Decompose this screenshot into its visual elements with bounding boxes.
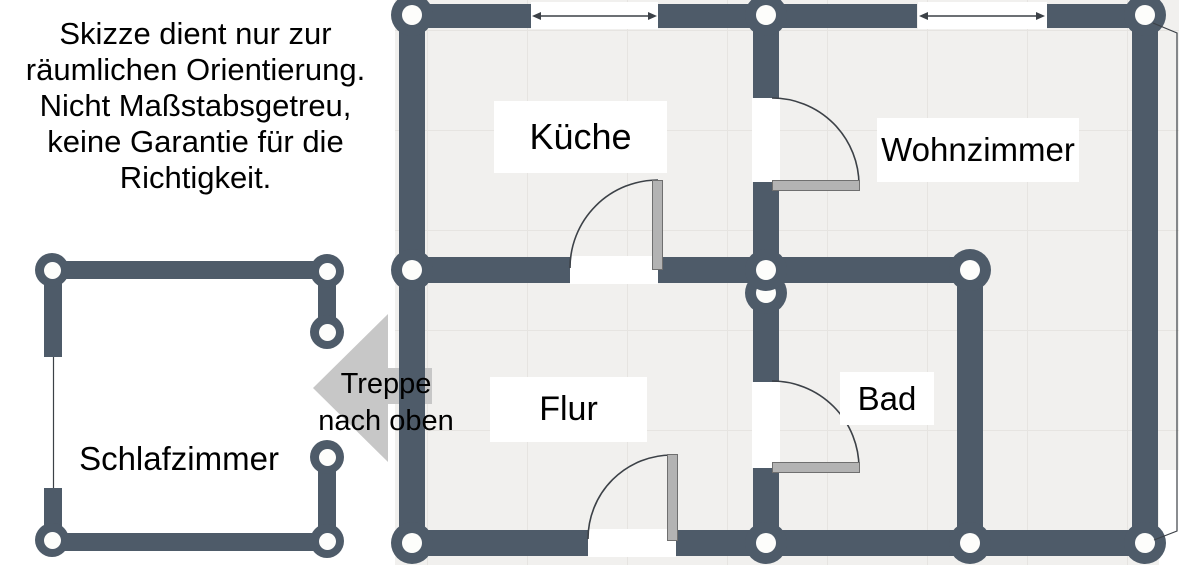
wall-node	[391, 249, 433, 291]
room-label-kueche: Küche	[494, 101, 667, 173]
door-gap-wohnzimmer	[752, 98, 780, 182]
door-gap-entrance	[588, 529, 676, 557]
wall-schlafzimmer-bottom	[44, 533, 336, 551]
wall-node	[310, 440, 344, 474]
window-gap-kueche	[531, 2, 658, 29]
room-label-wohnzimmer: Wohnzimmer	[877, 118, 1079, 182]
door-gap-kueche	[570, 256, 658, 284]
wall-node	[745, 522, 787, 564]
wall-node	[745, 249, 787, 291]
wall-outer-right	[1132, 4, 1158, 556]
wall-node	[310, 524, 344, 558]
wall-node	[949, 249, 991, 291]
wall-node	[310, 315, 344, 349]
window-gap-wohnzimmer	[918, 2, 1047, 29]
room-label-flur: Flur	[490, 377, 647, 442]
wall-node	[310, 254, 344, 288]
wall-schlafzimmer-top	[44, 261, 336, 279]
wall-node	[391, 522, 433, 564]
room-label-bad: Bad	[840, 372, 934, 425]
wall-node	[745, 0, 787, 36]
wall-bad-right	[957, 260, 983, 548]
wall-node	[391, 0, 433, 36]
door-gap-bad	[752, 382, 780, 468]
door-leaf-bad	[772, 462, 860, 473]
wall-node	[35, 523, 69, 557]
stairs-label: Treppe nach oben	[318, 368, 454, 437]
wall-node	[949, 522, 991, 564]
disclaimer-text: Skizze dient nur zur räumlichen Orientie…	[25, 16, 366, 195]
wall-node	[1124, 522, 1166, 564]
wall-mid-right	[658, 257, 983, 283]
door-leaf-wohnzimmer	[772, 180, 860, 191]
wall-node	[35, 253, 69, 287]
room-label-schlafzimmer: Schlafzimmer	[79, 440, 279, 477]
wall-top-middle	[658, 4, 917, 28]
door-leaf-kueche	[652, 180, 663, 270]
door-leaf-entrance	[667, 454, 678, 541]
